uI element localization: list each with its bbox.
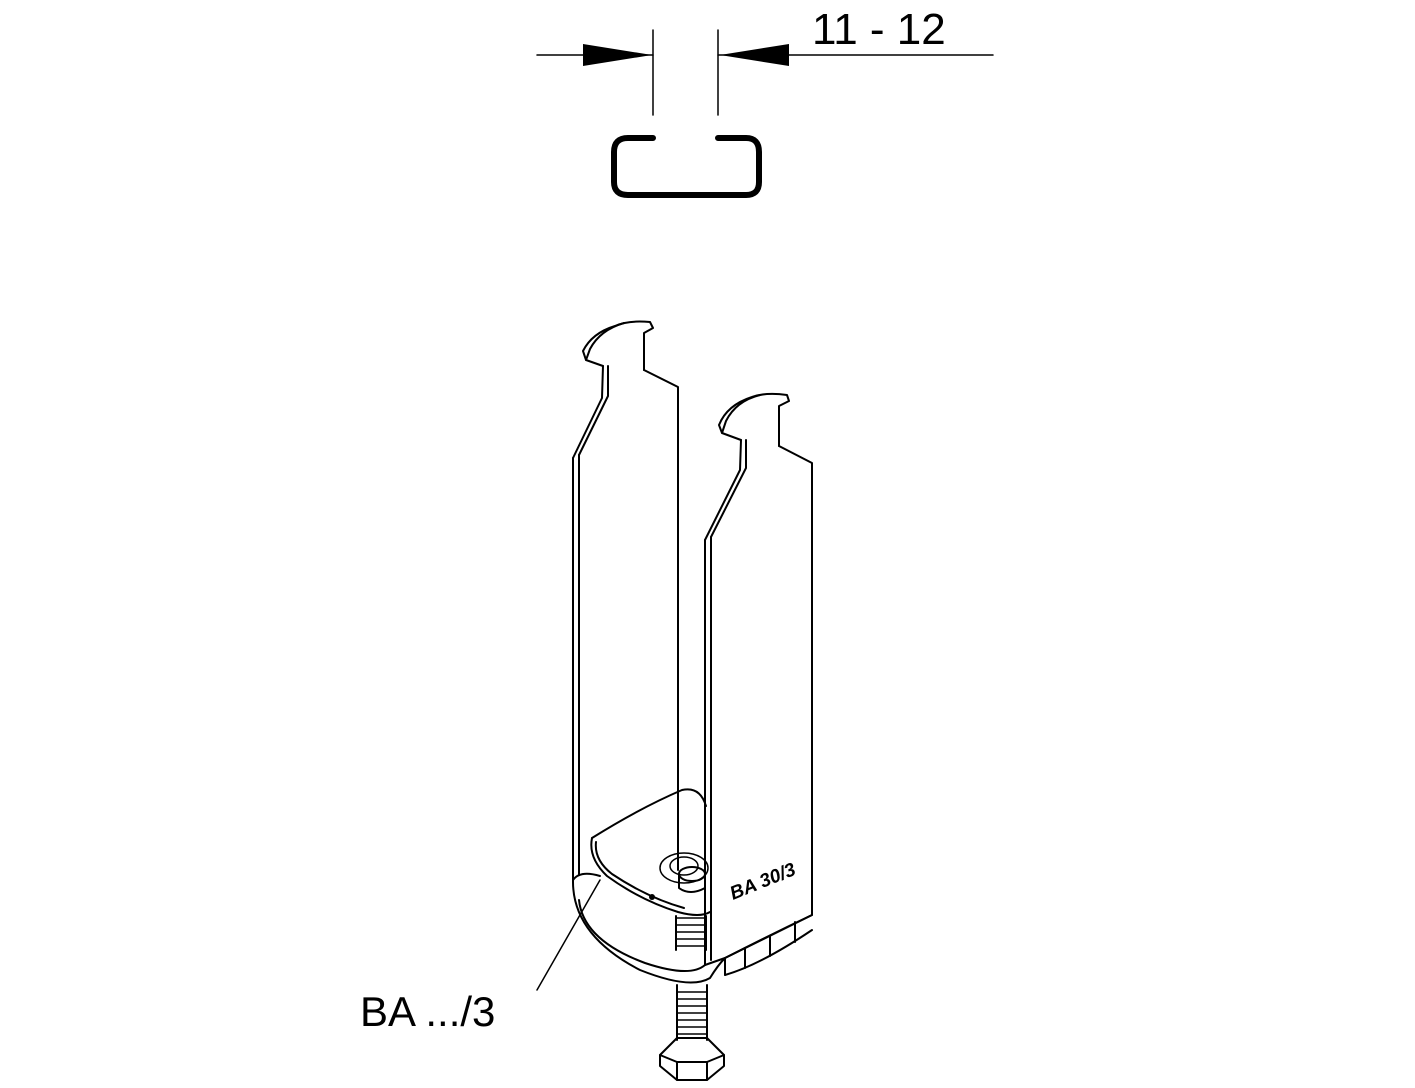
part-label: BA .../3 <box>360 988 495 1035</box>
cable-clamp: BA 30/3 <box>571 320 813 1081</box>
dimension-value: 11 - 12 <box>812 5 946 54</box>
pressure-saddle <box>590 788 711 916</box>
screw-head-top <box>678 866 706 893</box>
clamp-back-plate <box>572 320 679 881</box>
part-label-group: BA .../3 <box>360 879 601 1035</box>
clamp-base <box>571 872 813 984</box>
channel-profile <box>611 135 762 198</box>
screw-thread-lower <box>676 984 708 1041</box>
dimension-arrow-left <box>583 44 652 66</box>
leader-line <box>536 879 601 991</box>
dimension-arrow-right <box>720 44 789 66</box>
clamp-stamp-text: BA 30/3 <box>727 859 799 904</box>
hex-nut <box>659 1037 725 1081</box>
dimension-annotation: 11 - 12 <box>536 5 994 116</box>
clamp-front-plate: BA 30/3 <box>704 392 813 966</box>
saddle-screw-hole <box>659 852 709 884</box>
saddle-mark <box>649 894 655 900</box>
screw-thread-upper <box>675 915 707 951</box>
